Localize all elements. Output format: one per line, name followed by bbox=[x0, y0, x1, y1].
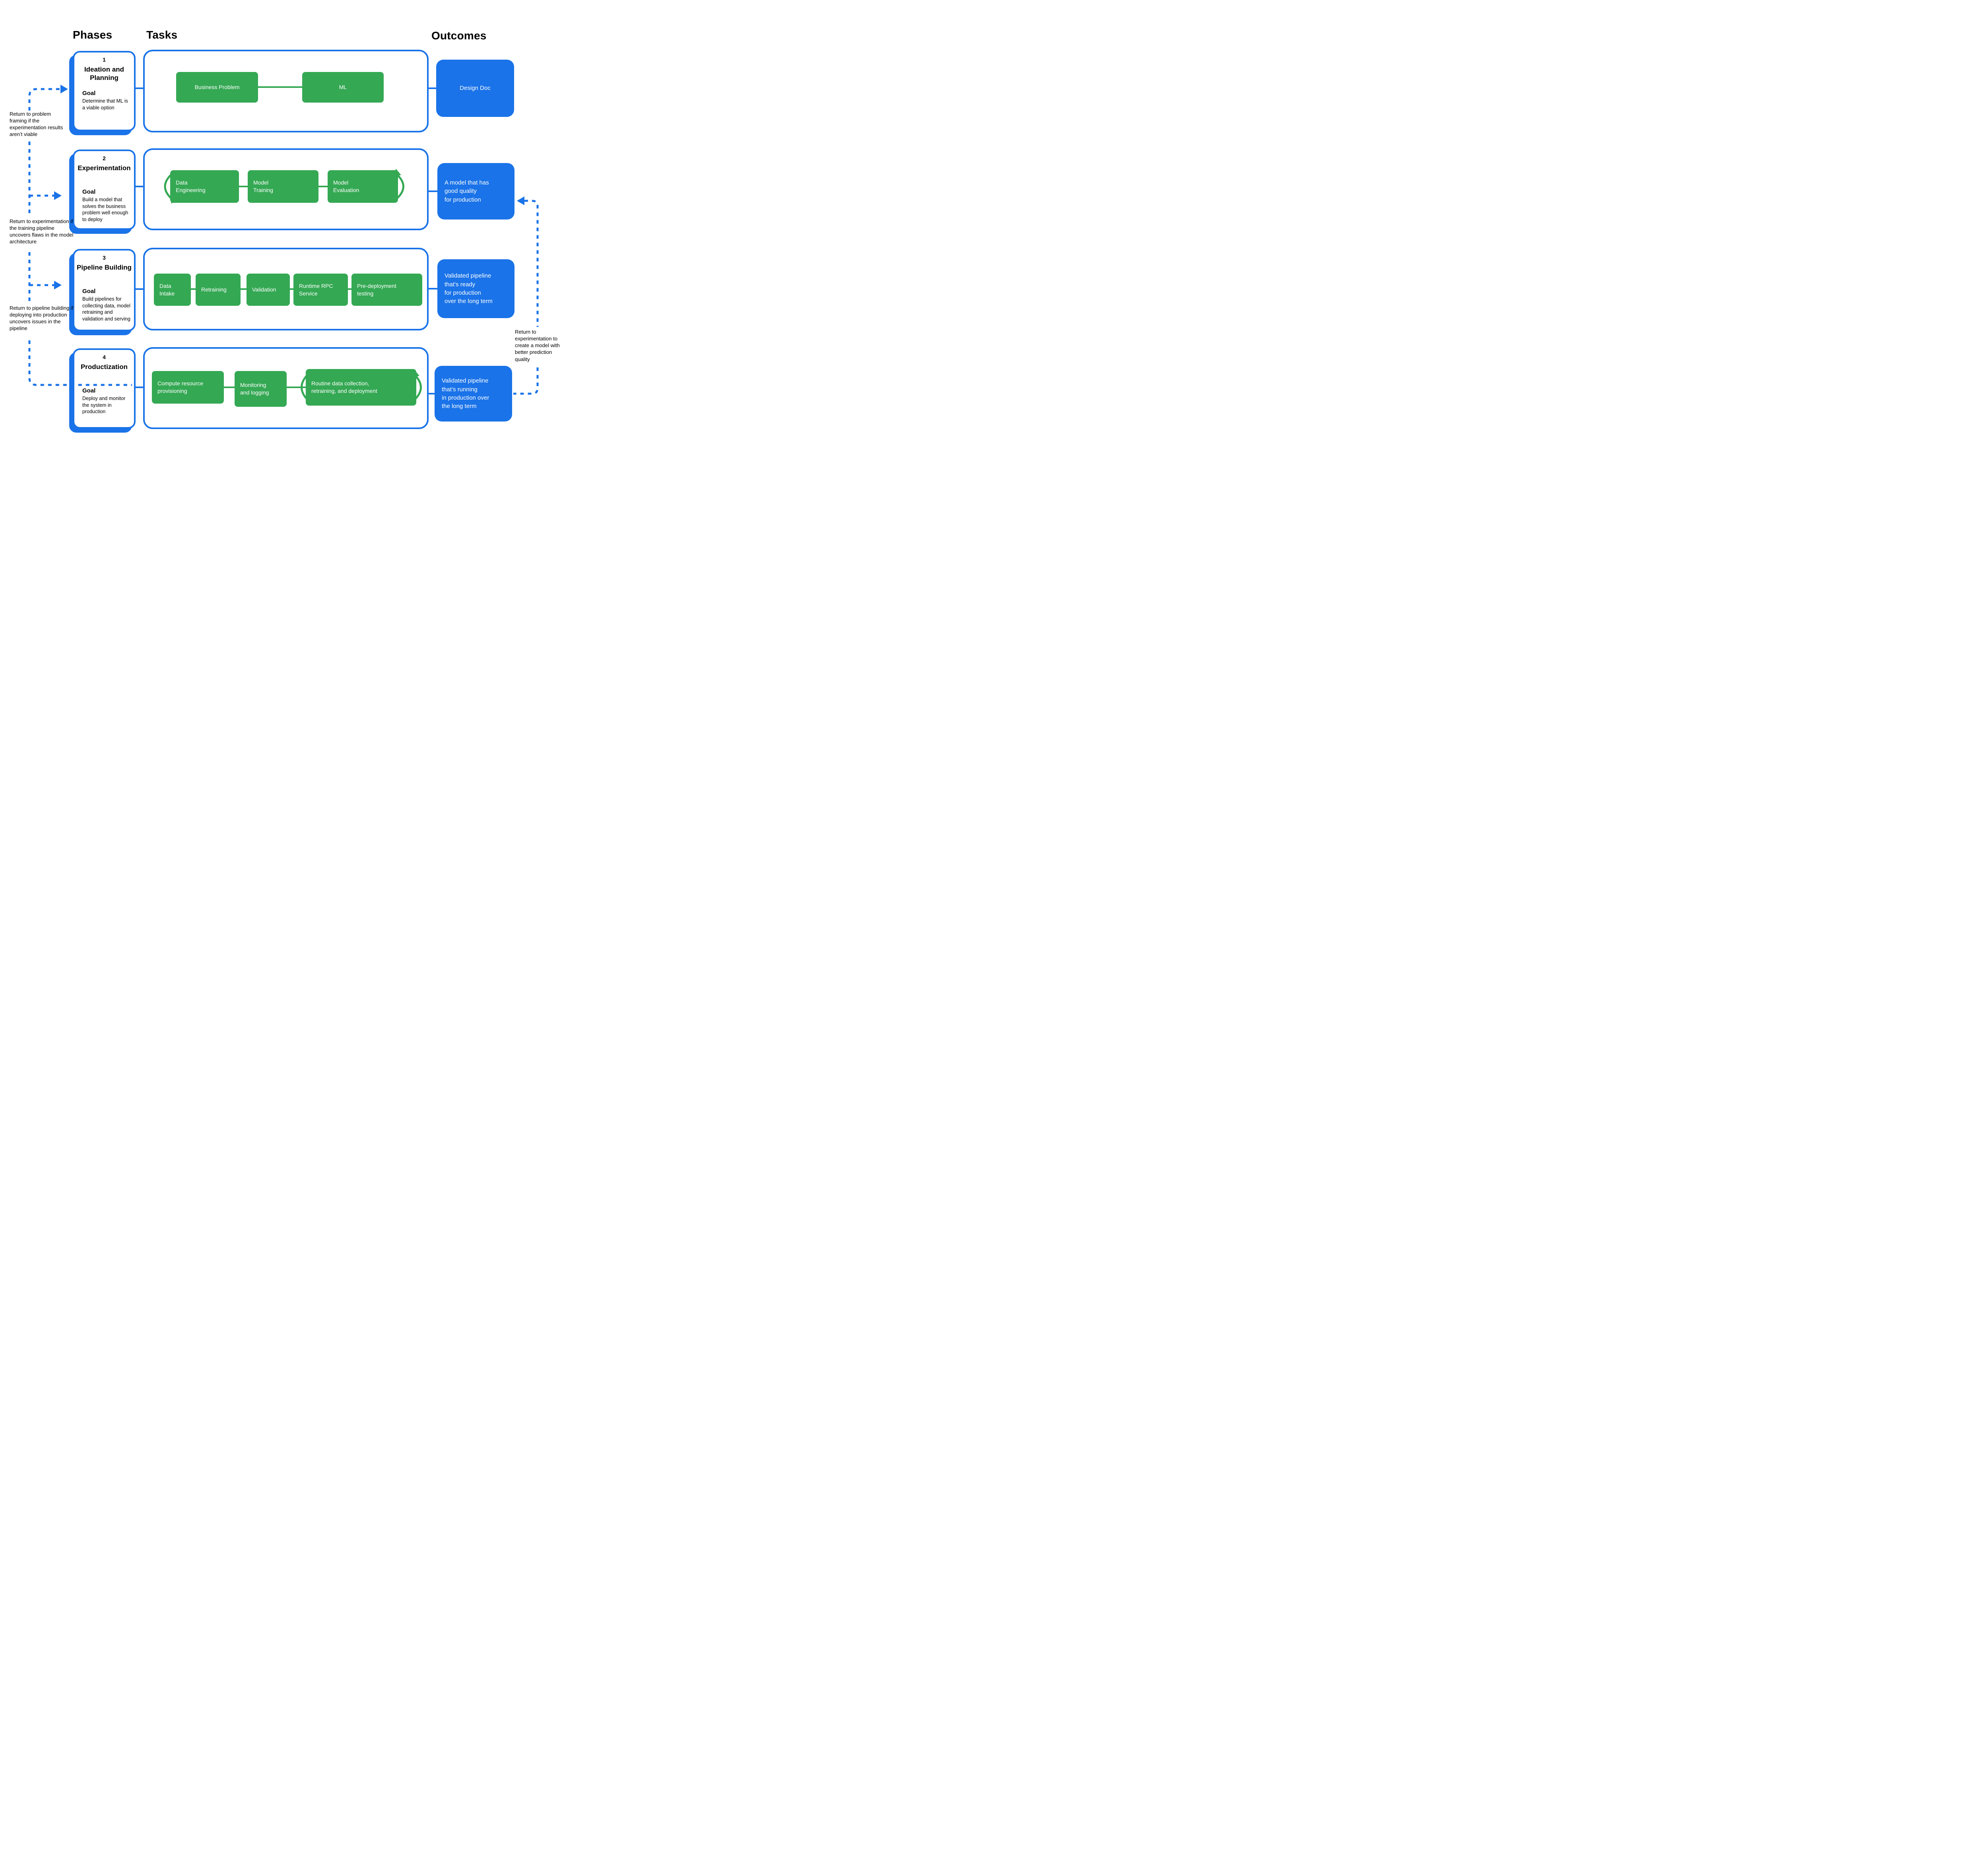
note-return-to-experimentation-right: Return to experimentation to create a mo… bbox=[515, 329, 560, 362]
phase-card-productization: 4 Productization Goal Deploy and monitor… bbox=[73, 348, 136, 429]
task-business-problem: Business Problem bbox=[176, 72, 258, 103]
outcomes-column-header: Outcomes bbox=[431, 29, 487, 42]
note-return-to-experimentation: Return to experimentation if the trainin… bbox=[10, 218, 74, 245]
goal-label: Goal bbox=[82, 387, 96, 394]
phase-card-pipeline-building: 3 Pipeline Building Goal Build pipelines… bbox=[73, 249, 136, 331]
task-retraining: Retraining bbox=[196, 274, 241, 306]
task-monitoring-and-logging: Monitoring and logging bbox=[235, 371, 287, 407]
task-model-training: Model Training bbox=[248, 170, 318, 203]
phase-number: 2 bbox=[103, 155, 106, 161]
phase-number: 3 bbox=[103, 254, 106, 261]
phases-column-header: Phases bbox=[73, 29, 113, 41]
arrow-right-icon bbox=[60, 85, 68, 93]
outcome-design-doc: Design Doc bbox=[436, 60, 514, 117]
task-data-engineering: Data Engineering bbox=[170, 170, 239, 203]
goal-text: Deploy and monitor the system in product… bbox=[82, 396, 126, 414]
outcome-validated-pipeline-ready: Validated pipeline that’s ready for prod… bbox=[437, 259, 514, 318]
phase-title: Experimentation bbox=[78, 164, 131, 172]
tasks-column-header: Tasks bbox=[146, 29, 178, 41]
task-runtime-rpc-service: Runtime RPC Service bbox=[293, 274, 348, 306]
phase-card-ideation-planning: 1 Ideation and Planning Goal Determine t… bbox=[73, 51, 136, 131]
task-pre-deployment-testing: Pre-deployment testing bbox=[351, 274, 422, 306]
right-feedback-dashed-path bbox=[513, 200, 539, 395]
phase-number: 1 bbox=[103, 56, 106, 63]
goal-text: Determine that ML is a viable option bbox=[82, 98, 128, 111]
task-routine-data-collection: Routine data collection, retraining, and… bbox=[306, 369, 416, 406]
goal-label: Goal bbox=[82, 288, 96, 295]
task-validation: Validation bbox=[247, 274, 290, 306]
goal-text: Build pipelines for collecting data, mod… bbox=[82, 296, 130, 322]
task-data-intake: Data Intake bbox=[154, 274, 191, 306]
phase-number: 4 bbox=[103, 354, 106, 360]
goal-label: Goal bbox=[82, 188, 96, 195]
arrow-right-icon bbox=[54, 281, 62, 289]
goal-text: Build a model that solves the business p… bbox=[82, 197, 128, 222]
arrow-right-icon bbox=[54, 191, 62, 200]
task-ml: ML bbox=[302, 72, 384, 103]
phase-title: Pipeline Building bbox=[77, 264, 132, 271]
phase-title: Productization bbox=[80, 363, 128, 371]
ml-workflow-diagram: Phases Tasks Outcomes 1 Ideation and Pla… bbox=[0, 0, 564, 465]
phase-title: Ideation and Planning bbox=[84, 66, 124, 82]
task-compute-resource-provisioning: Compute resource provisioning bbox=[152, 371, 224, 404]
outcome-quality-model: A model that has good quality for produc… bbox=[437, 163, 514, 220]
task-model-evaluation: Model Evaluation bbox=[328, 170, 398, 203]
goal-label: Goal bbox=[82, 90, 96, 97]
note-return-to-pipeline-building: Return to pipeline building if deploying… bbox=[10, 305, 74, 332]
phase-card-experimentation: 2 Experimentation Goal Build a model tha… bbox=[73, 150, 136, 230]
note-return-to-problem-framing: Return to problem framing if the experim… bbox=[10, 111, 63, 138]
outcome-validated-pipeline-running: Validated pipeline that’s running in pro… bbox=[435, 366, 512, 422]
arrow-left-icon bbox=[517, 196, 524, 205]
